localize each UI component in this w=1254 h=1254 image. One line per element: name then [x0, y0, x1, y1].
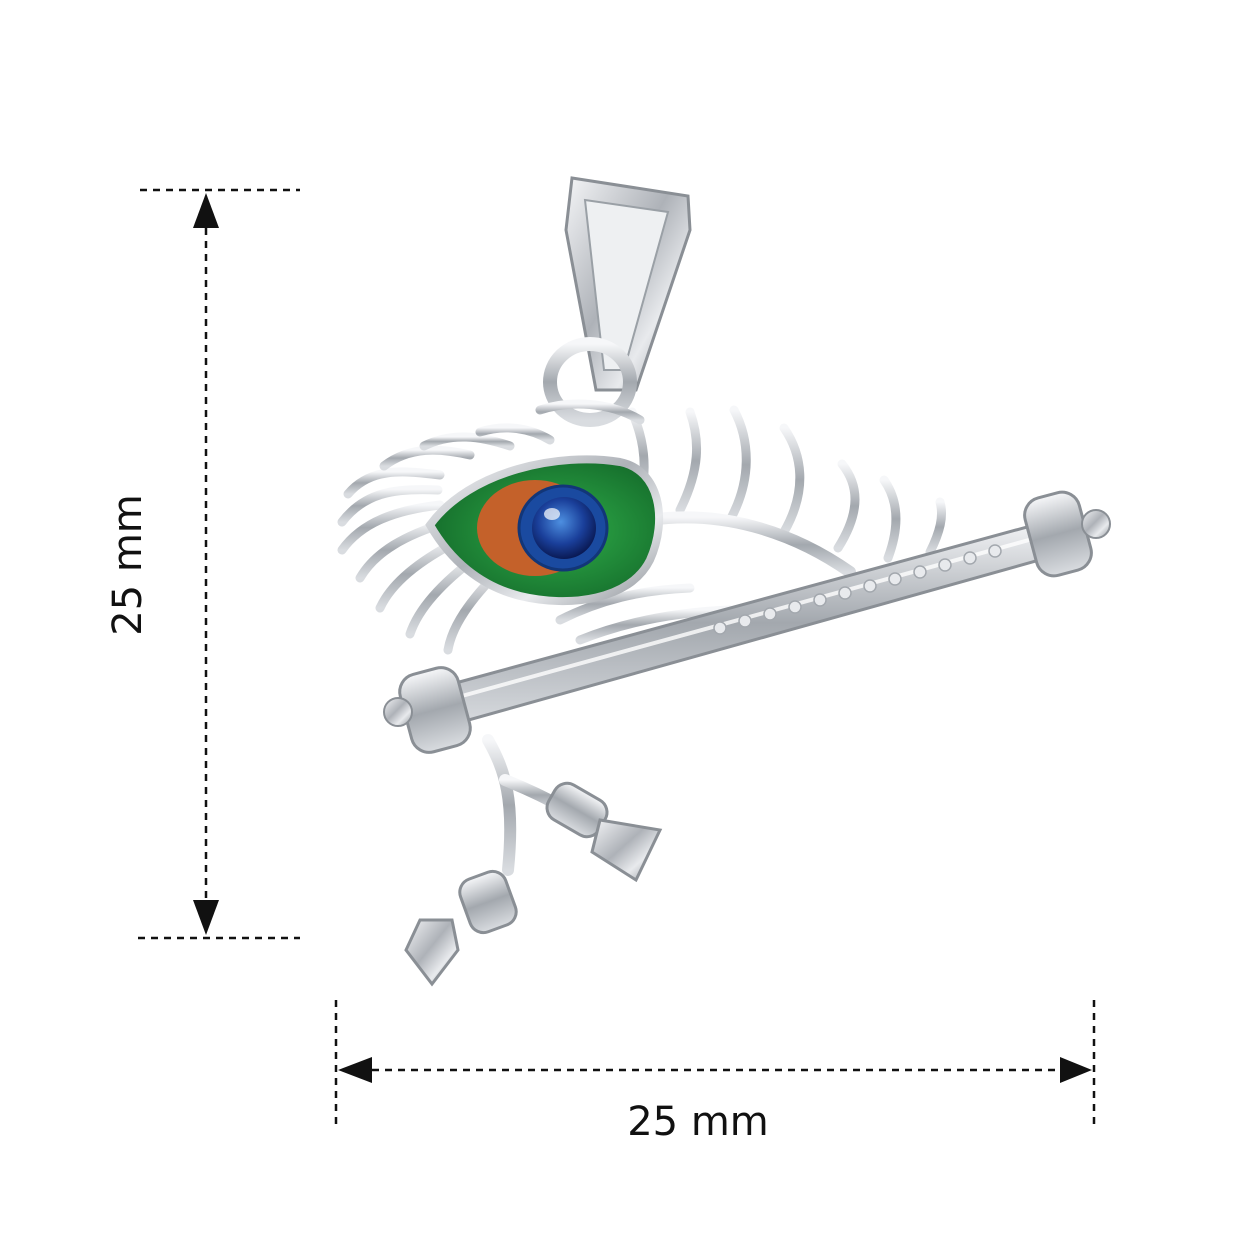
pendant — [337, 176, 1111, 987]
height-label: 25 mm — [105, 494, 151, 636]
height-dimension: 25 mm — [105, 188, 300, 940]
width-label: 25 mm — [627, 1099, 769, 1145]
feather-shaft — [644, 511, 856, 578]
pendant-bail — [543, 176, 692, 427]
flute — [383, 490, 1111, 754]
arrow-left-icon — [338, 1057, 372, 1083]
flute-tassels — [404, 734, 663, 987]
arrow-down-icon — [193, 900, 219, 935]
feather-fronds-right — [535, 399, 947, 645]
arrow-right-icon — [1060, 1057, 1092, 1083]
width-dimension: 25 mm — [334, 1000, 1096, 1145]
peacock-eye — [425, 455, 664, 606]
arrow-up-icon — [193, 193, 219, 228]
